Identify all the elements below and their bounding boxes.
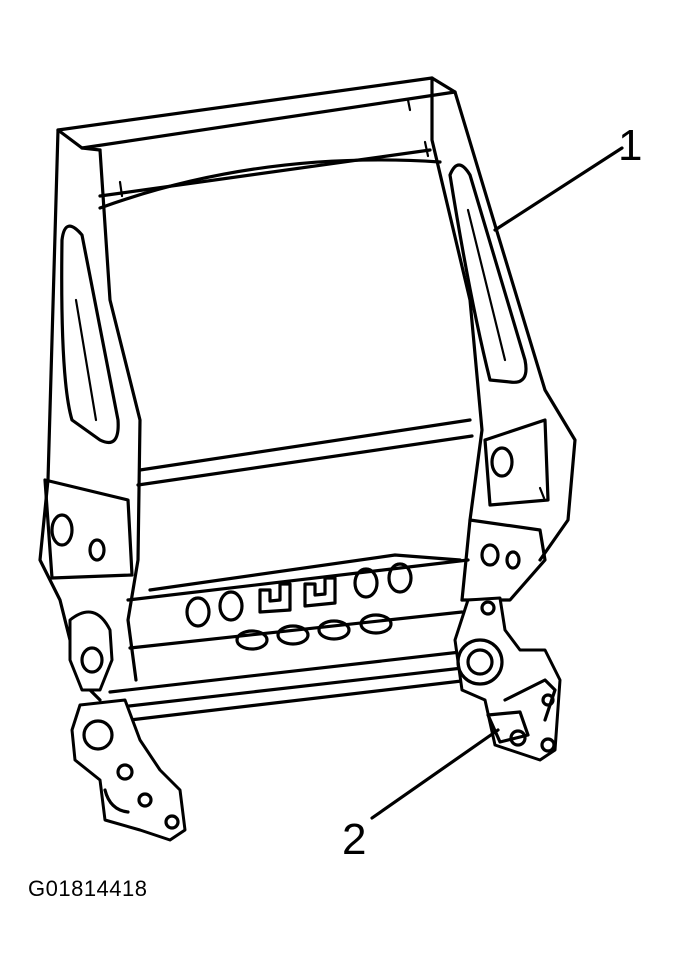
lower-cross-panel (126, 553, 470, 651)
leader-line-1 (493, 146, 624, 232)
callout-2: 2 (342, 815, 367, 864)
recliner-mechanism (68, 596, 562, 842)
figure-id: G01814418 (28, 876, 148, 901)
leader-line-2 (370, 728, 500, 820)
callout-1: 1 (618, 121, 643, 170)
